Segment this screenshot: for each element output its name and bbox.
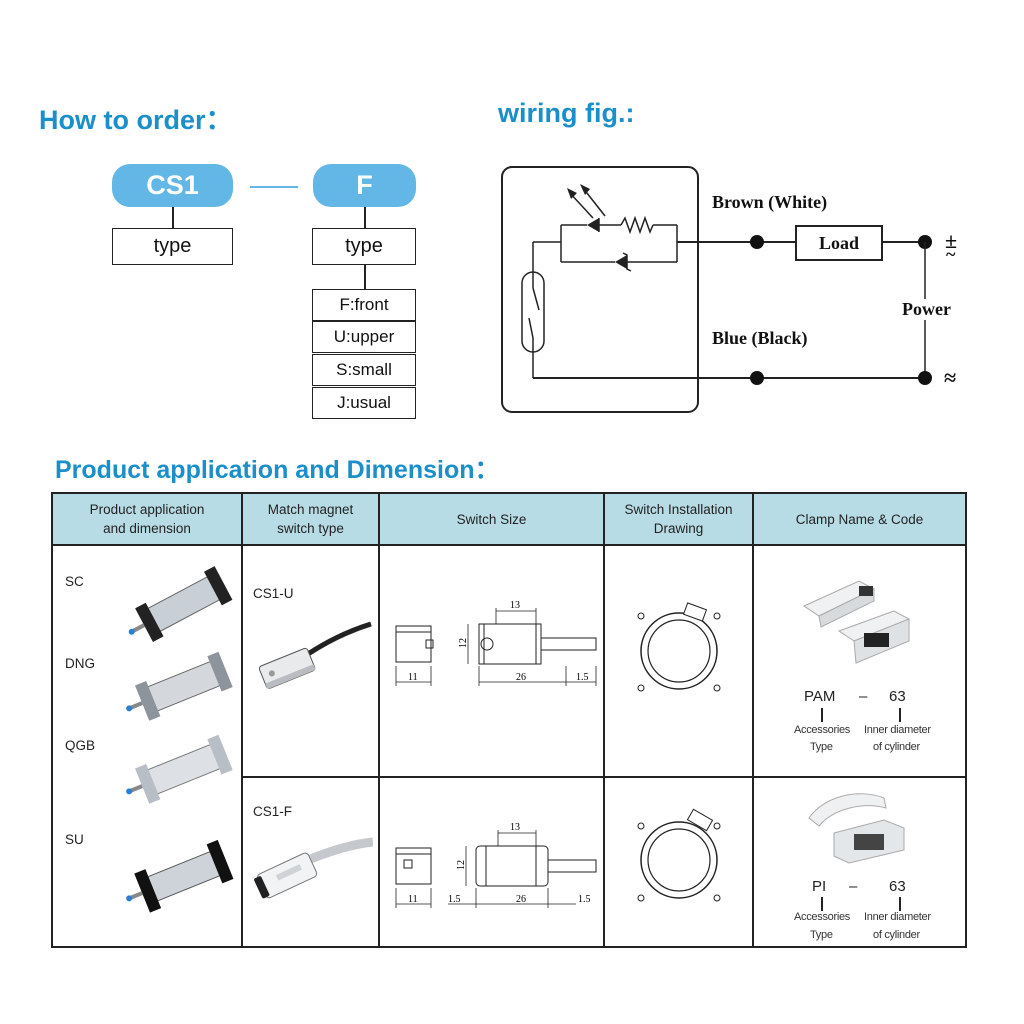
pi-tick-right: [899, 897, 901, 911]
dim-12: 12: [458, 638, 469, 648]
dim-26: 26: [516, 672, 526, 683]
dim-13: 13: [510, 600, 520, 611]
switch-size-cell-u: 13 12 11 26 1.5: [378, 544, 605, 778]
clamp-dash-pi: –: [849, 878, 858, 895]
clamp-cell-pi: PI – 63 Accessories Type Inner diameter …: [752, 776, 967, 948]
pam-tick-right: [899, 708, 901, 722]
cylinder-images: [126, 566, 234, 913]
app-qgb: QGB: [65, 738, 96, 753]
dim-1-5: 1.5: [576, 672, 589, 683]
clamp-dash-pam: –: [859, 688, 868, 705]
dim-11: 11: [408, 672, 418, 683]
wiring-diagram: [501, 166, 932, 413]
dim-11-f: 11: [408, 894, 418, 905]
dimension-title: Product application and Dimension：: [55, 456, 500, 484]
cylinder-qgb-image: [126, 734, 233, 804]
acc-label-2: Accessories: [794, 911, 850, 923]
app-su: SU: [65, 832, 84, 847]
cylinder-su-image: [126, 839, 234, 913]
installation-drawing-u: [637, 602, 721, 692]
switch-type-cs1f: CS1-F: [253, 804, 293, 819]
clamp-size-pi: 63: [889, 878, 906, 895]
installation-cell-f: [603, 776, 754, 948]
dim-26-f: 26: [516, 894, 526, 905]
app-sc: SC: [65, 574, 84, 589]
clamp-size-pam: 63: [889, 688, 906, 705]
cs1u-sensor-image: [258, 621, 372, 690]
app-dng: DNG: [65, 656, 95, 671]
acc-type-label-1: Type: [810, 741, 833, 753]
how-to-order-title: How to order：: [39, 105, 233, 135]
option-front: F:front: [312, 289, 416, 321]
inner-diameter-label-2: Inner diameter: [864, 911, 931, 923]
type-code-box: type: [312, 228, 416, 265]
of-cylinder-label-1: of cylinder: [873, 741, 920, 753]
cs1f-sensor-image: [254, 837, 373, 899]
header-switch-size: Switch Size: [378, 492, 605, 546]
clamp-pi-image: [808, 793, 905, 864]
clamp-cell-pam: PAM – 63 Accessories Type Inner diameter…: [752, 544, 967, 778]
pill-connector: [250, 186, 298, 188]
table-row: CS1-F: [52, 776, 967, 948]
clamp-code-pam: PAM: [804, 688, 836, 705]
installation-cell-u: [603, 544, 754, 778]
acc-label-1: Accessories: [794, 724, 850, 736]
dim-12-f: 12: [456, 860, 467, 870]
model-pill: CS1: [112, 164, 233, 207]
ac-symbol-bottom: ≈: [944, 365, 957, 390]
plus-minus-symbol: ±: [945, 228, 958, 253]
acc-type-label-2: Type: [810, 929, 833, 941]
brown-wire-label: Brown (White): [712, 192, 828, 212]
option-small: S:small: [312, 354, 416, 386]
option-upper: U:upper: [312, 321, 416, 353]
cylinder-sc-image: [128, 566, 233, 642]
application-cell: SC DNG QGB SU: [51, 544, 243, 948]
installation-drawing-f: [637, 808, 721, 902]
blue-wire-label: Blue (Black): [712, 328, 808, 348]
dim-1-5-left: 1.5: [448, 894, 461, 905]
switch-type-cs1u: CS1-U: [253, 586, 294, 601]
dim-1-5-right: 1.5: [578, 894, 591, 905]
pam-tick-left: [821, 708, 823, 722]
cs1f-dimension-drawing: 13 12 11 1.5 26 1.5: [395, 822, 597, 908]
model-line: [172, 207, 174, 228]
option-usual: J:usual: [312, 387, 416, 419]
clamp-code-pi: PI: [812, 878, 827, 895]
inner-diameter-label-1: Inner diameter: [864, 724, 931, 736]
switch-size-cell-f: 13 12 11 1.5 26 1.5: [378, 776, 605, 948]
of-cylinder-label-2: of cylinder: [873, 929, 920, 941]
load-label: Load: [818, 233, 860, 253]
switch-type-cell-f: CS1-F: [241, 776, 380, 948]
cylinder-dng-image: [126, 651, 233, 721]
switch-type-cell-u: CS1-U: [241, 544, 380, 778]
table-row: SC DNG QGB SU: [51, 544, 967, 948]
type-code-pill: F: [313, 164, 416, 207]
power-label: Power: [900, 299, 953, 320]
cs1u-dimension-drawing: 13 12 11 26 1.5: [395, 600, 597, 686]
wiring-title: wiring fig.:: [498, 98, 635, 128]
clamp-pam-image: [802, 580, 911, 664]
ac-symbol-top: ~: [946, 244, 956, 264]
header-clamp: Clamp Name & Code: [752, 492, 967, 546]
options-line: [364, 265, 366, 289]
model-type-box: type: [112, 228, 233, 265]
dim-13-f: 13: [510, 822, 520, 833]
type-line: [364, 207, 366, 228]
pi-tick-left: [821, 897, 823, 911]
